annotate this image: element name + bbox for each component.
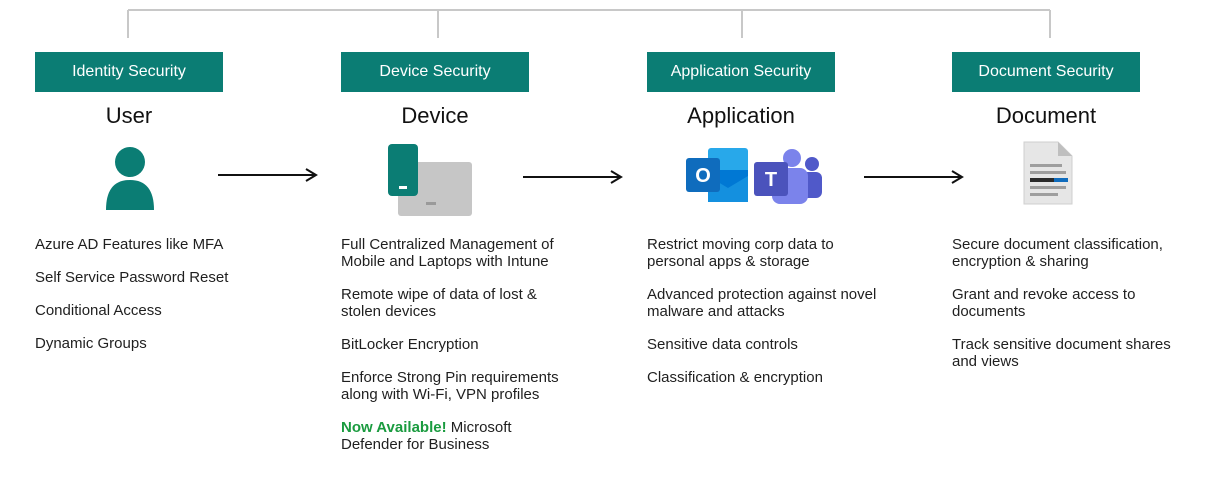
- list-item: Grant and revoke access to documents: [952, 286, 1136, 320]
- list-item: Full Centralized Management of Mobile an…: [341, 236, 554, 270]
- heading-document: Document: [995, 103, 1097, 128]
- device-icon: [386, 142, 476, 223]
- list-item: Enforce Strong Pin requirements along wi…: [341, 369, 559, 403]
- arrow-right-icon: [218, 168, 318, 182]
- outlook-teams-icon: O T: [684, 140, 824, 215]
- list-item: Azure AD Features like MFA: [35, 236, 224, 253]
- heading-user: User: [105, 103, 153, 128]
- defender-text: Microsoft Defender for Business: [341, 419, 512, 453]
- application-bullets: Restrict moving corp data to personal ap…: [647, 236, 917, 402]
- heading-application: Application: [687, 103, 795, 128]
- heading-device: Device: [401, 103, 469, 128]
- device-bullets: Full Centralized Management of Mobile an…: [341, 236, 601, 469]
- list-item: Restrict moving corp data to personal ap…: [647, 236, 834, 270]
- list-item: BitLocker Encryption: [341, 336, 479, 353]
- badge-device-security: Device Security: [341, 52, 529, 92]
- list-item: Now Available! Microsoft Defender for Bu…: [341, 419, 601, 453]
- teams-letter: T: [765, 169, 777, 191]
- arrow-right-icon: [523, 170, 623, 184]
- top-connector: [127, 9, 1051, 38]
- list-item: Track sensitive document shares and view…: [952, 336, 1171, 370]
- now-available-label: Now Available!: [341, 419, 447, 436]
- list-item: Self Service Password Reset: [35, 269, 229, 286]
- list-item: Sensitive data controls: [647, 336, 798, 353]
- badge-application-security: Application Security: [647, 52, 835, 92]
- identity-bullets: Azure AD Features like MFA Self Service …: [35, 236, 275, 368]
- user-icon: [104, 142, 156, 217]
- list-item: Conditional Access: [35, 302, 162, 319]
- outlook-letter: O: [695, 165, 711, 187]
- list-item: Secure document classification, encrypti…: [952, 236, 1163, 270]
- list-item: Remote wipe of data of lost & stolen dev…: [341, 286, 537, 320]
- arrow-right-icon: [864, 170, 964, 184]
- badge-document-security: Document Security: [952, 52, 1140, 92]
- list-item: Dynamic Groups: [35, 335, 147, 352]
- document-icon: [1020, 140, 1076, 211]
- list-item: Classification & encryption: [647, 369, 823, 386]
- list-item: Advanced protection against novel malwar…: [647, 286, 877, 320]
- document-bullets: Secure document classification, encrypti…: [952, 236, 1212, 386]
- badge-identity-security: Identity Security: [35, 52, 223, 92]
